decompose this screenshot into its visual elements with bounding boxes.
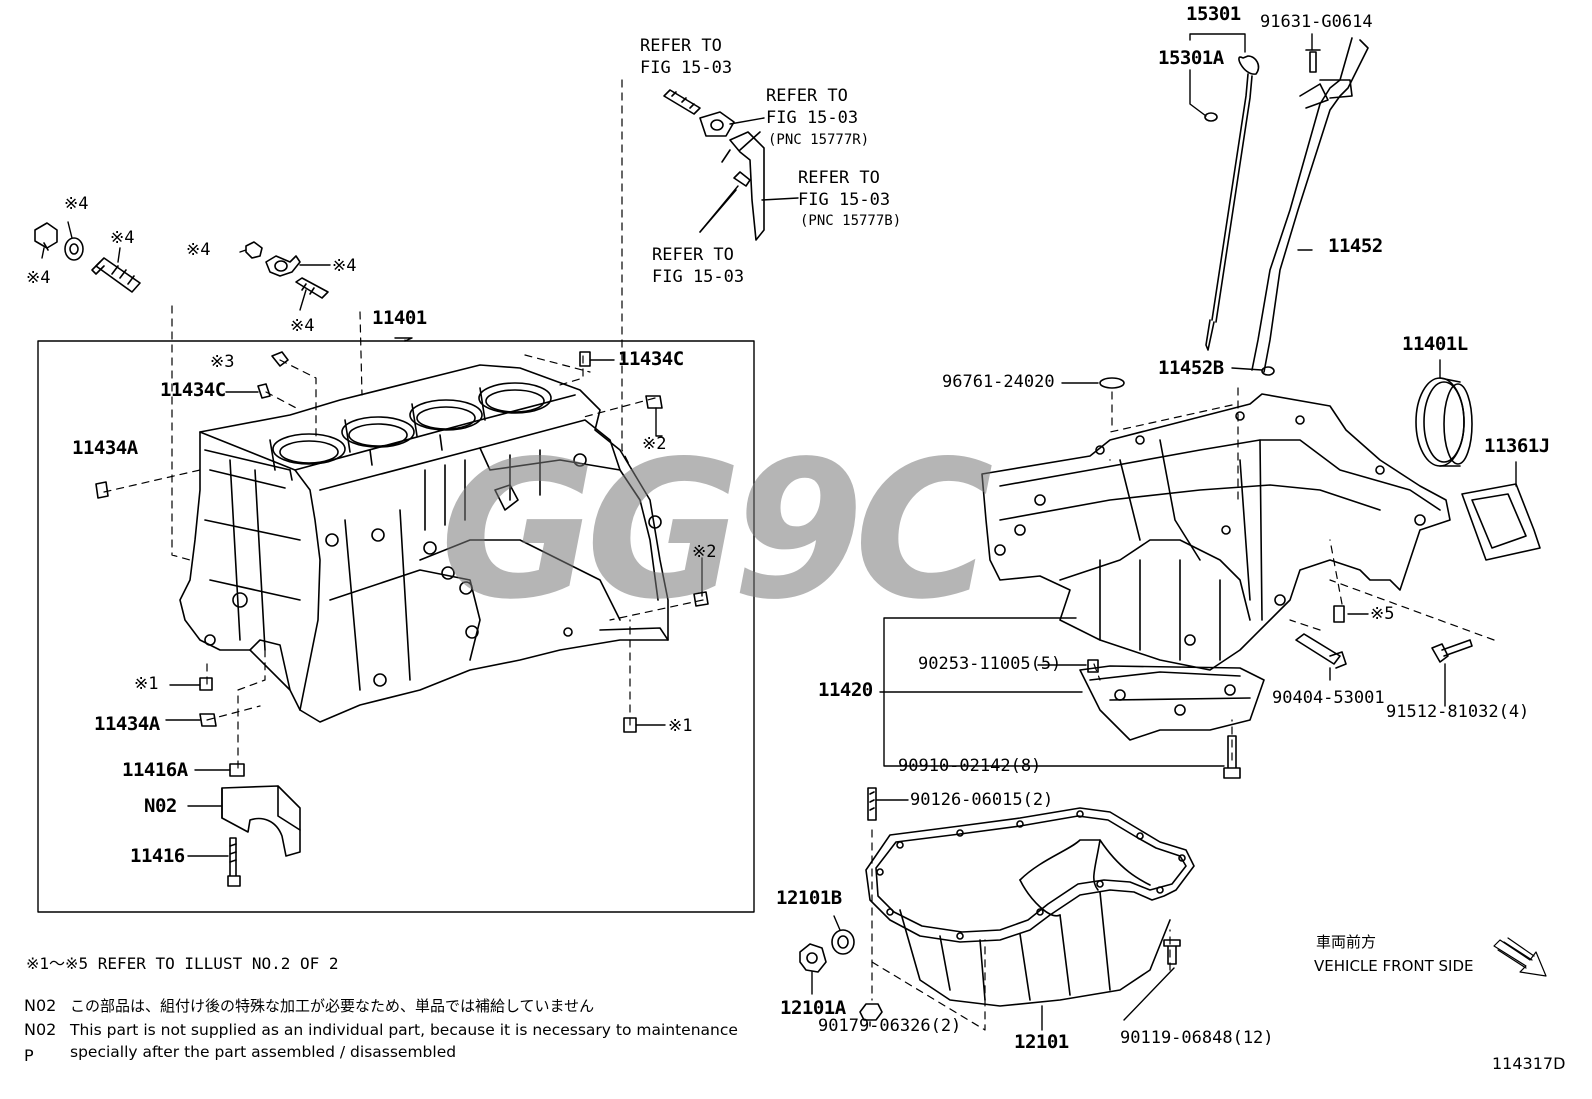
label-91631-G0614: 91631-G0614: [1260, 12, 1373, 32]
label-12101A: 12101A: [780, 997, 846, 1019]
solid-leader-lines: [41, 33, 1517, 1031]
mark-2-a: ※2: [642, 434, 667, 454]
small-parts-left: [34, 222, 709, 777]
refer-note-3-line1: REFER TO: [798, 168, 880, 188]
n02-jp-code: N02: [24, 996, 57, 1015]
mark-4-b: ※4: [110, 228, 135, 248]
n02-en-code: N02: [24, 1020, 57, 1039]
label-12101B: 12101B: [776, 887, 842, 909]
label-11434A-top: 11434A: [72, 437, 138, 459]
label-11420: 11420: [818, 679, 873, 701]
label-90910-02142: 90910-02142(8): [898, 756, 1042, 776]
refer-note-4-line2: FIG 15-03: [652, 267, 745, 287]
label-11434C-right: 11434C: [618, 348, 684, 370]
label-90126-06015: 90126-06015(2): [910, 790, 1054, 810]
crankcase-leader-lines: [1093, 387, 1495, 761]
cylinder-block-drawing: [179, 364, 669, 723]
n02-en-text-2: specially after the part assembled / dis…: [70, 1043, 457, 1061]
mark-2-b: ※2: [692, 542, 717, 562]
refer-note-1-line1: REFER TO: [640, 36, 722, 56]
refer-note-4-line1: REFER TO: [652, 245, 734, 265]
label-11401: 11401: [372, 307, 427, 329]
label-90404-53001: 90404-53001: [1272, 688, 1385, 708]
refer-note-2-line3: (PNC 15777R): [768, 132, 870, 148]
label-11401L: 11401L: [1402, 333, 1468, 355]
block-leader-lines: [103, 79, 704, 769]
cylinder-block-frame: [37, 340, 755, 913]
dipstick-drawing: [1099, 37, 1369, 389]
p-marker: P: [24, 1046, 34, 1065]
label-15301A: 15301A: [1158, 47, 1224, 69]
mark-5: ※5: [1370, 604, 1395, 624]
oil-seal-drawing: [1415, 377, 1541, 561]
label-11434A-bottom: 11434A: [94, 713, 160, 735]
refer-note-2-line1: REFER TO: [766, 86, 848, 106]
mark-4-c: ※4: [26, 268, 51, 288]
label-N02: N02: [144, 795, 177, 817]
mark-4-d: ※4: [186, 240, 211, 260]
label-11361J: 11361J: [1484, 435, 1550, 457]
refer-illust-note: ※1～※5 REFER TO ILLUST NO.2 OF 2: [26, 954, 339, 973]
mark-1-a: ※1: [134, 674, 159, 694]
figure-number: 114317D: [1492, 1054, 1566, 1073]
refer-note-3-line3: (PNC 15777B): [800, 213, 902, 229]
label-90119-06848: 90119-06848(12): [1120, 1028, 1274, 1048]
label-12101: 12101: [1014, 1031, 1069, 1053]
label-11416A: 11416A: [122, 759, 188, 781]
vehicle-front-jp: 車両前方: [1316, 933, 1377, 951]
oil-pan-leader-lines: [871, 829, 1171, 1031]
mark-3: ※3: [210, 352, 235, 372]
label-96761-24020: 96761-24020: [942, 372, 1055, 392]
refer-note-2-line2: FIG 15-03: [766, 108, 859, 128]
refer-note-1-line2: FIG 15-03: [640, 58, 733, 78]
refer-note-3-line2: FIG 15-03: [798, 190, 891, 210]
mark-1-b: ※1: [668, 716, 693, 736]
bearing-cap-drawing: [221, 785, 301, 887]
label-91512-81032: 91512-81032(4): [1386, 702, 1530, 722]
label-11416: 11416: [130, 845, 185, 867]
oil-pipe-drawing: [663, 89, 765, 241]
mark-4-f: ※4: [290, 316, 315, 336]
crankcase-drawing: [981, 393, 1451, 741]
label-11434C-left: 11434C: [160, 379, 226, 401]
n02-en-text-1: This part is not supplied as an individu…: [70, 1021, 738, 1039]
label-11452: 11452: [1328, 235, 1383, 257]
vehicle-front-en: VEHICLE FRONT SIDE: [1314, 957, 1474, 975]
label-90253-11005: 90253-11005(5): [918, 654, 1062, 674]
watermark: GG9C: [440, 420, 994, 641]
label-15301: 15301: [1186, 3, 1241, 25]
crankcase-bolts: [1087, 605, 1473, 779]
oil-pan-drawing: [799, 787, 1195, 1021]
n02-jp-text: この部品は、組付け後の特殊な加工が必要なため、単品では補給していません: [70, 997, 595, 1015]
mark-4-e: ※4: [332, 256, 357, 276]
label-90179-06326: 90179-06326(2): [818, 1016, 962, 1036]
vehicle-front-arrow-icon: [1493, 937, 1547, 977]
label-11452B: 11452B: [1158, 357, 1224, 379]
mark-4-a: ※4: [64, 194, 89, 214]
